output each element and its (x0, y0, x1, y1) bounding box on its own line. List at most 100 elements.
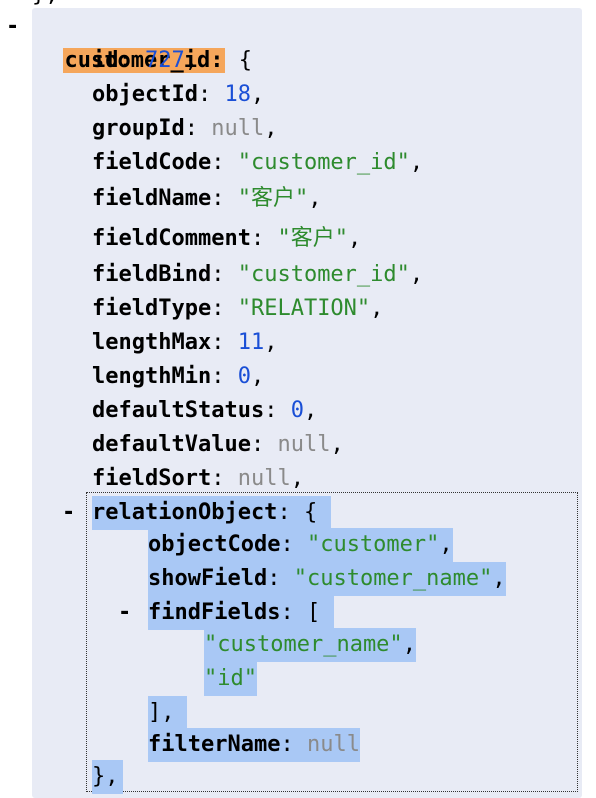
field-value: 0 (290, 398, 304, 423)
field-row[interactable]: fieldCode: "customer_id", (92, 146, 423, 180)
comma: , (330, 432, 344, 457)
comma: , (264, 116, 278, 141)
colon: : (280, 732, 294, 757)
comma: , (250, 364, 265, 389)
field-key: filterName (148, 732, 281, 757)
field-row[interactable]: defaultStatus: 0, (92, 394, 317, 428)
comma: , (409, 150, 424, 175)
field-value: 11 (237, 330, 265, 355)
field-value: "RELATION" (237, 296, 371, 321)
comma: , (250, 82, 265, 107)
field-key: relationObject (92, 500, 278, 525)
colon: : (211, 262, 225, 287)
close-find-fields: ], (148, 696, 187, 730)
close-bracket: ], (148, 700, 175, 725)
colon: : (211, 186, 225, 211)
collapse-toggle-find-fields[interactable]: - (118, 600, 132, 625)
comma: , (184, 48, 198, 73)
colon: : (250, 226, 265, 251)
comma: , (303, 398, 318, 423)
field-key: id (92, 48, 119, 73)
field-key: lengthMin (92, 364, 212, 389)
field-value: null (277, 432, 331, 457)
comma: , (439, 532, 453, 557)
open-brace: { (238, 48, 252, 73)
field-value: null (237, 466, 291, 491)
field-key: fieldCode (92, 150, 212, 175)
colon: : (211, 296, 225, 321)
array-item[interactable]: "customer_name", (204, 628, 416, 662)
colon: : (280, 600, 294, 625)
array-value: "id" (204, 666, 257, 691)
field-row[interactable]: fieldType: "RELATION", (92, 292, 383, 326)
open-bracket: [ (306, 600, 321, 625)
field-row[interactable]: fieldSort: null, (92, 462, 304, 496)
field-value: "customer" (306, 532, 440, 557)
comma: , (402, 632, 416, 657)
array-item[interactable]: "id" (204, 662, 257, 696)
field-row[interactable]: groupId: null, (92, 112, 277, 146)
field-key: objectId (92, 82, 198, 107)
colon: : (264, 398, 278, 423)
field-row[interactable]: defaultValue: null, (92, 428, 344, 462)
comma: , (290, 466, 304, 491)
comma: , (370, 296, 384, 321)
field-key: defaultValue (92, 432, 251, 457)
selection-outline (86, 492, 578, 792)
colon: : (277, 500, 291, 525)
field-row[interactable]: fieldName: "客户", (92, 182, 321, 216)
colon: : (211, 364, 225, 389)
field-value: null (306, 732, 360, 757)
collapse-toggle-customer-id[interactable]: - (6, 14, 20, 39)
field-value: "customer_id" (237, 262, 410, 287)
field-row[interactable]: fieldComment: "客户", (92, 222, 361, 256)
node-relation-object[interactable]: relationObject: { (92, 496, 332, 530)
colon: : (250, 432, 265, 457)
colon: : (184, 116, 198, 141)
field-value: "客户" (237, 186, 309, 211)
field-row[interactable]: lengthMin: 0, (92, 360, 264, 394)
key-customer-id[interactable]: customer_id: (62, 48, 226, 73)
field-row[interactable]: filterName: null (148, 728, 360, 762)
colon: : (211, 330, 225, 355)
close-relation-object: }, (92, 760, 123, 794)
field-value: "customer_name" (293, 566, 493, 591)
colon: : (267, 566, 281, 591)
field-row[interactable]: objectId: 18, (92, 78, 264, 112)
collapse-toggle-relation-object[interactable]: - (62, 500, 76, 525)
field-key: showField (148, 566, 268, 591)
field-value: 0 (237, 364, 251, 389)
previous-node-closing: }, (32, 0, 59, 12)
field-row[interactable]: showField: "customer_name", (148, 562, 506, 596)
field-key: fieldBind (92, 262, 212, 287)
key-label: customer_id (64, 48, 211, 73)
field-row[interactable]: fieldBind: "customer_id", (92, 258, 423, 292)
comma: , (347, 226, 362, 251)
field-key: findFields (148, 600, 281, 625)
array-value: "customer_name" (204, 632, 403, 657)
colon: : (211, 150, 225, 175)
colon: : (280, 532, 294, 557)
field-value: "客户" (277, 226, 348, 251)
field-row[interactable]: id: 727, (92, 44, 198, 78)
comma: , (492, 566, 506, 591)
node-customer-id[interactable]: customer_id: { (36, 10, 252, 73)
field-value: null (211, 116, 265, 141)
field-value: "customer_id" (237, 150, 410, 175)
field-key: objectCode (148, 532, 281, 557)
field-row[interactable]: lengthMax: 11, (92, 326, 277, 360)
field-value: 18 (224, 82, 251, 107)
comma: , (264, 330, 278, 355)
field-row[interactable]: objectCode: "customer", (148, 528, 453, 562)
open-brace: { (303, 500, 318, 525)
colon: : (211, 466, 225, 491)
field-key: fieldComment (92, 226, 251, 251)
node-find-fields[interactable]: findFields: [ (148, 596, 335, 630)
field-key: fieldName (92, 186, 212, 211)
field-key: lengthMax (92, 330, 212, 355)
colon: : (197, 82, 212, 107)
field-key: groupId (92, 116, 185, 141)
field-key: fieldSort (92, 466, 212, 491)
field-key: fieldType (92, 296, 212, 321)
json-viewer-panel (32, 8, 582, 798)
